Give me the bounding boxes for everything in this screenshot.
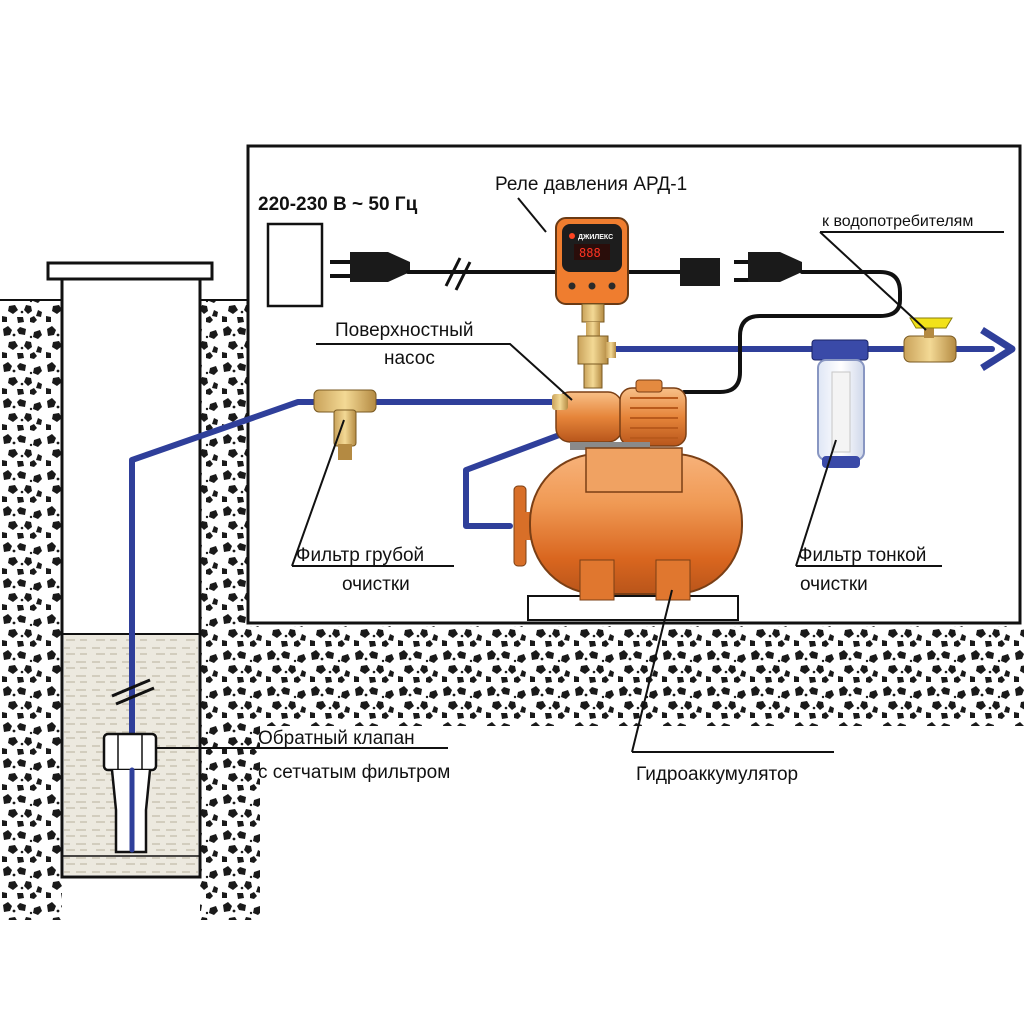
label-fine-filter-line2: очистки — [800, 574, 868, 595]
plug-icon — [350, 252, 410, 282]
label-consumers: к водопотребителям — [822, 213, 973, 230]
leader-lines — [156, 197, 1004, 753]
label-power: 220-230 В ~ 50 Гц — [258, 194, 418, 215]
hydro-accumulator — [513, 447, 743, 621]
soil — [0, 299, 1024, 920]
label-pump-line1: Поверхностный — [335, 320, 474, 341]
label-coarse-filter-line2: очистки — [342, 574, 410, 595]
fine-filter — [811, 339, 869, 468]
coarse-filter — [313, 389, 377, 460]
electrical — [266, 222, 902, 394]
plug-icon — [748, 252, 802, 282]
well-cap — [46, 261, 214, 281]
label-fine-filter-line1: Фильтр тонкой — [798, 545, 926, 566]
socket-plug-icon — [680, 258, 720, 286]
label-check-valve-line2: с сетчатым фильтром — [258, 762, 450, 783]
pressure-relay: ДЖИЛЕКС 888 — [555, 217, 629, 389]
label-accumulator: Гидроаккумулятор — [636, 764, 798, 785]
relay-display: 888 — [579, 246, 601, 260]
label-pump-line2: насос — [384, 348, 435, 369]
label-relay: Реле давления АРД-1 — [495, 174, 687, 195]
check-valve — [102, 732, 158, 854]
flow-arrow-icon — [980, 327, 1016, 371]
labels: Реле давления АРД-1 220-230 В ~ 50 Гц к … — [258, 174, 973, 785]
power-socket — [266, 222, 324, 308]
label-coarse-filter-line1: Фильтр грубой — [296, 545, 424, 566]
label-check-valve-line1: Обратный клапан — [258, 728, 415, 749]
relay-brand: ДЖИЛЕКС — [578, 234, 613, 241]
surface-pump — [552, 379, 687, 450]
